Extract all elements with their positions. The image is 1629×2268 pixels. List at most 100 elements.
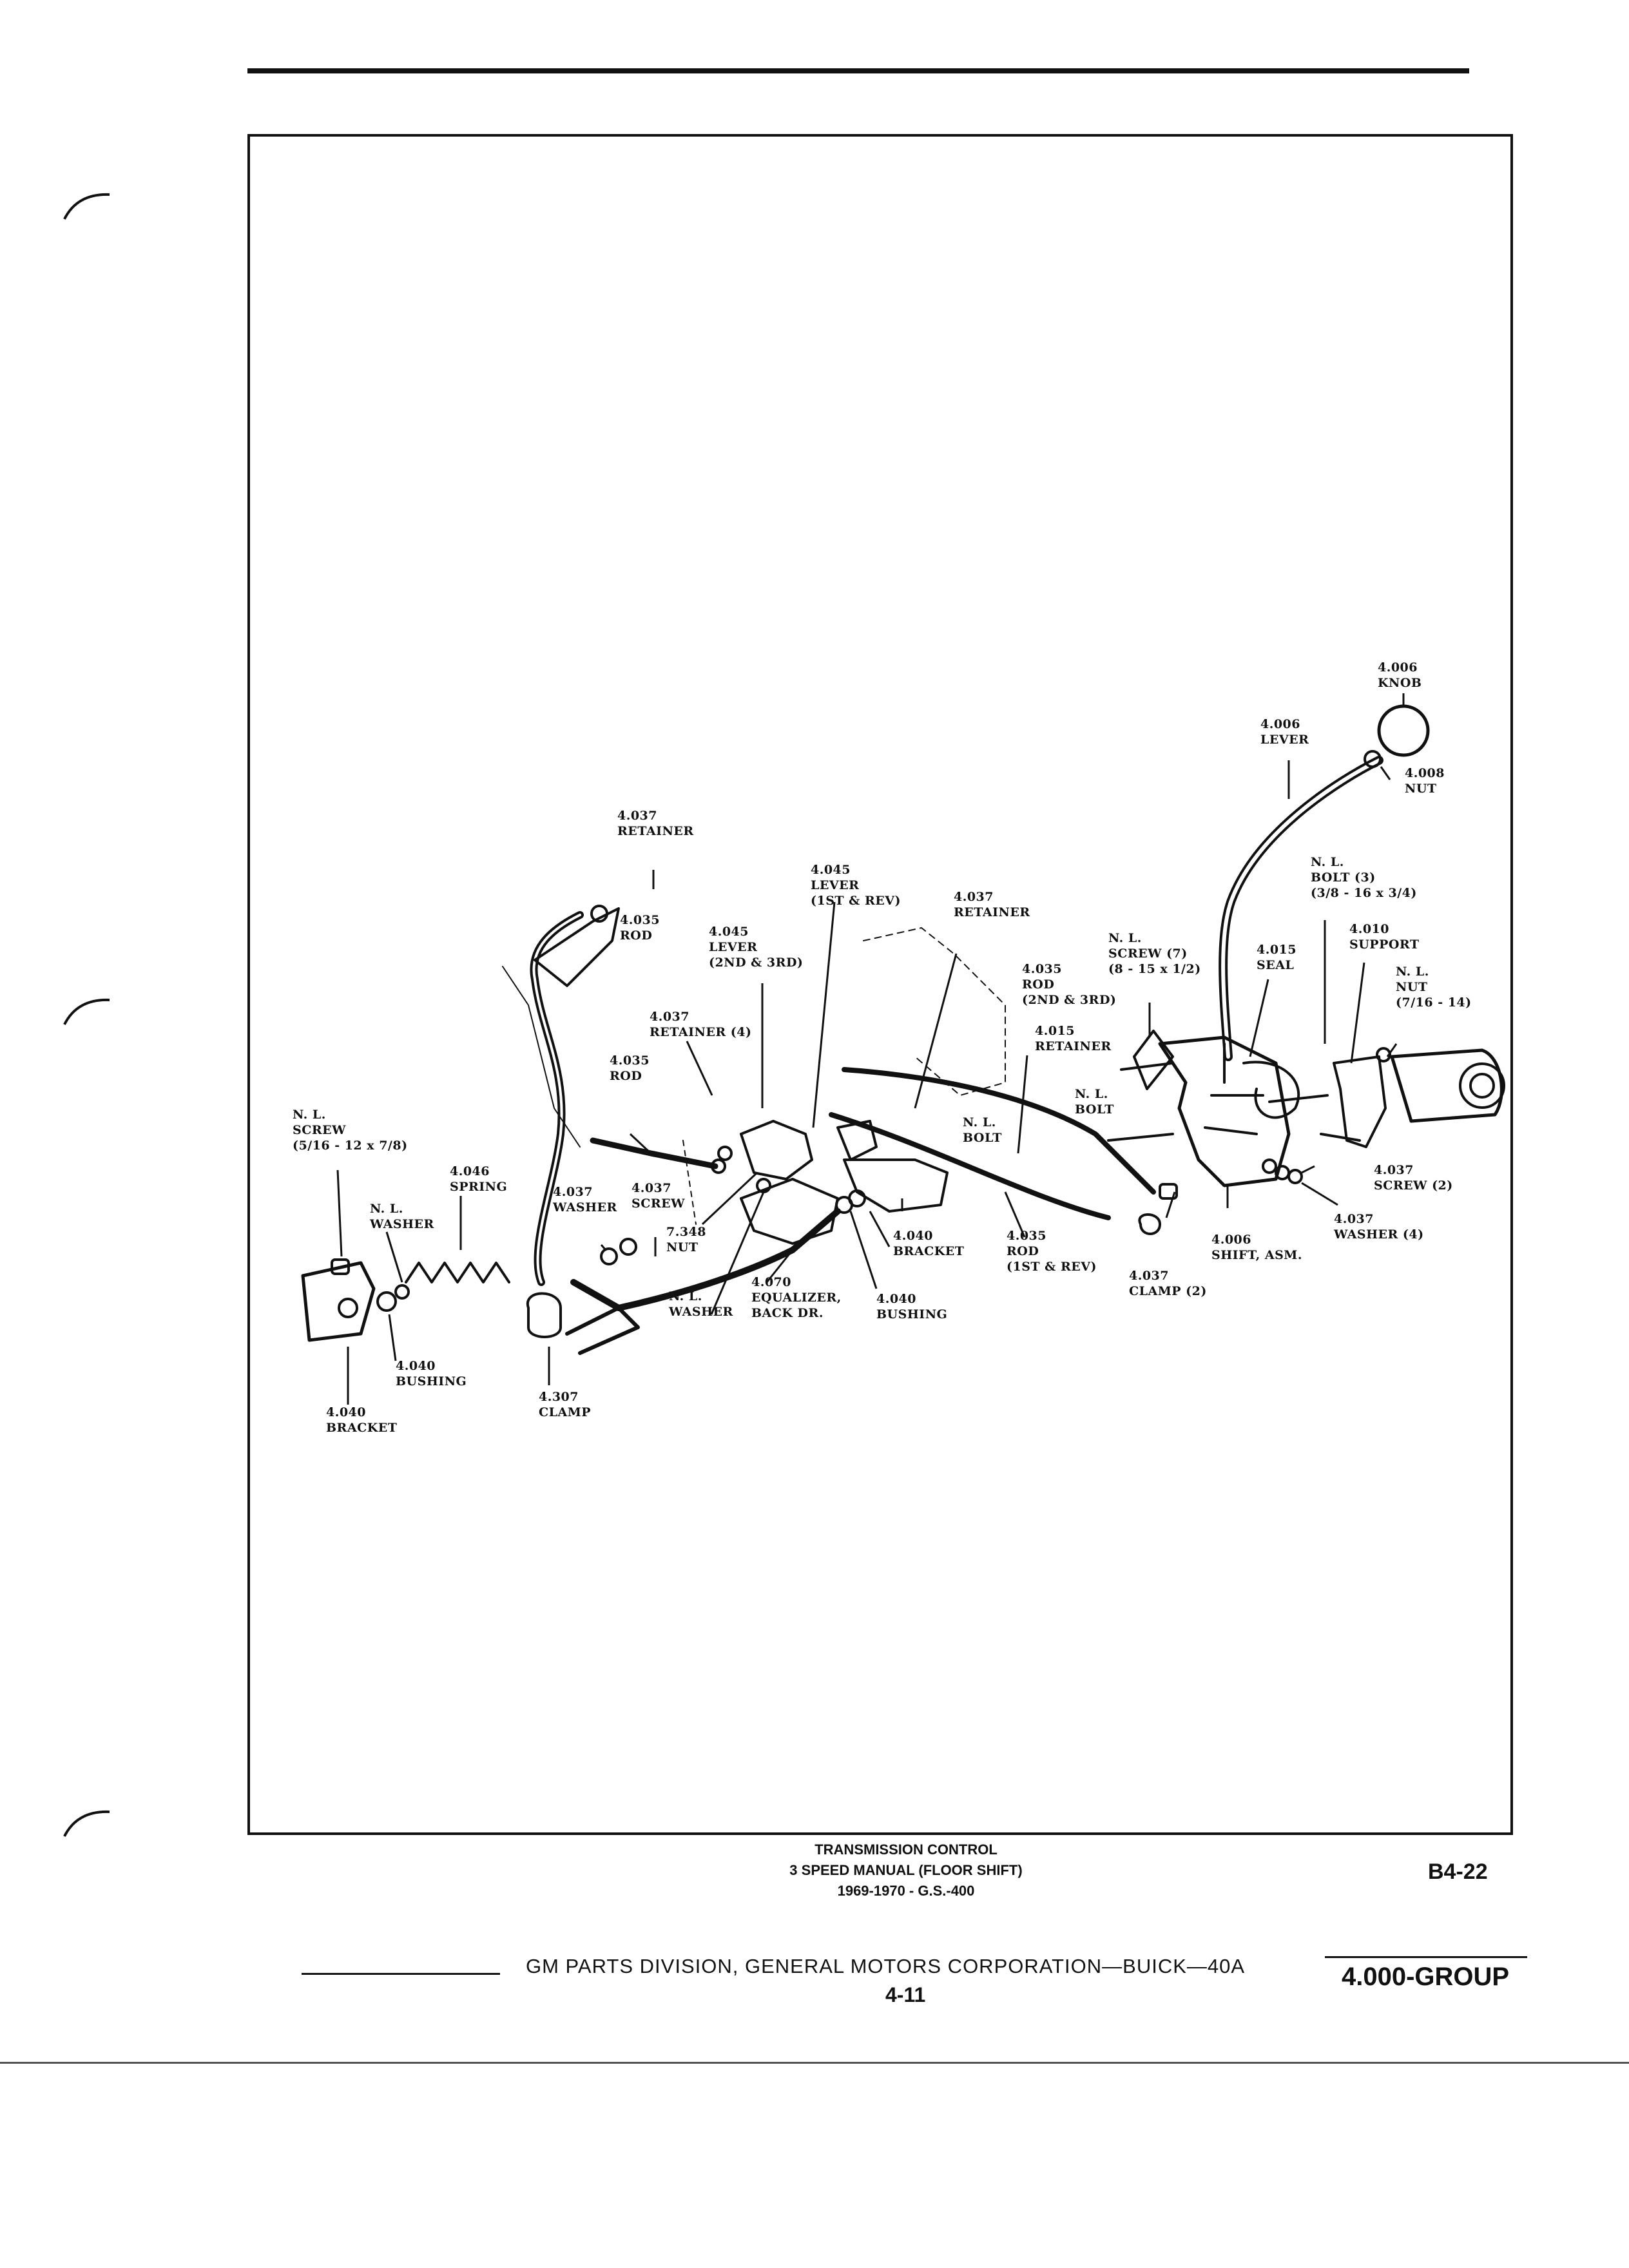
caption-title: TRANSMISSION CONTROL <box>815 1841 998 1858</box>
bracket-left-number: 4.040 <box>326 1405 366 1419</box>
washer-4-number: 4.037 <box>1334 1212 1374 1226</box>
bushing-mid-name: BUSHING <box>876 1307 948 1321</box>
equalizer-part <box>740 1178 839 1245</box>
label-nl-washer-left: N. L.WASHER <box>370 1201 434 1232</box>
retainer-top-name: RETAINER <box>617 824 694 838</box>
bushing-left-name: BUSHING <box>396 1374 467 1389</box>
knob-name: KNOB <box>1378 676 1422 690</box>
rod-1st-rev-name: ROD <box>1007 1244 1039 1258</box>
seal-part <box>1242 1061 1300 1119</box>
retainer-4-number: 4.037 <box>650 1010 689 1024</box>
knob-number: 4.006 <box>1378 660 1418 675</box>
nl-screw-7-line3: (8 - 15 x 1/2) <box>1108 962 1201 976</box>
nl-bolt-3-line1: N. L. <box>1311 855 1344 869</box>
washer-mid-number: 4.037 <box>553 1185 593 1199</box>
footer-group: 4.000-GROUP <box>1342 1963 1510 1991</box>
clamp-right-number: 4.037 <box>1129 1269 1169 1283</box>
nl-nut-line3: (7/16 - 14) <box>1396 995 1472 1010</box>
support-number: 4.010 <box>1349 922 1389 936</box>
clamp-left-number: 4.307 <box>539 1390 579 1404</box>
screw-mid-name: SCREW <box>631 1196 685 1211</box>
bracket-left-name: BRACKET <box>326 1421 398 1435</box>
caption-subtitle: 3 SPEED MANUAL (FLOOR SHIFT) <box>789 1862 1023 1878</box>
nl-bolt-3-line3: (3/8 - 16 x 3/4) <box>1311 886 1417 900</box>
knob-part <box>1377 704 1430 757</box>
clamp-left-part <box>526 1292 562 1338</box>
label-nl-bolt-3: N. L.BOLT (3)(3/8 - 16 x 3/4) <box>1311 854 1417 901</box>
lever-2nd-3rd-name: LEVER <box>709 940 758 954</box>
nl-nut-line1: N. L. <box>1396 965 1429 979</box>
rod-1st-rev-sub: (1ST & REV) <box>1007 1260 1097 1274</box>
lever-1st-rev-name: LEVER <box>811 878 860 892</box>
rod-2nd-3rd-number: 4.035 <box>1022 962 1062 976</box>
footer-rule-right <box>1325 1956 1527 1958</box>
label-nl-screw-left: N. L.SCREW(5/16 - 12 x 7/8) <box>293 1107 408 1153</box>
bracket-left-part <box>301 1261 376 1342</box>
washer-left-part <box>394 1284 410 1300</box>
retainer-right-name: RETAINER <box>1035 1039 1112 1053</box>
label-nl-washer-mid: N. L.WASHER <box>669 1289 733 1320</box>
lever-top-name: LEVER <box>1260 733 1309 747</box>
label-nl-screw-7: N. L.SCREW (7)(8 - 15 x 1/2) <box>1108 930 1201 977</box>
nl-washer-left-line2: WASHER <box>370 1217 434 1231</box>
shift-assembly-number: 4.006 <box>1211 1233 1251 1247</box>
nl-screw-left-line2: SCREW <box>293 1123 346 1137</box>
rod-2nd-3rd-sub: (2ND & 3RD) <box>1022 993 1117 1007</box>
lever-1st-rev-sub: (1ST & REV) <box>811 894 901 908</box>
top-rule <box>247 68 1469 73</box>
lever-1st-rev-part <box>836 1120 878 1161</box>
binder-mark-2 <box>63 998 110 1025</box>
bushing-mid-number: 4.040 <box>876 1292 916 1306</box>
nut-mid-name: NUT <box>666 1240 699 1254</box>
nl-bolt-right-line2: BOLT <box>1075 1102 1114 1117</box>
washer-4-name: WASHER (4) <box>1334 1227 1424 1242</box>
rod-2nd-3rd-name: ROD <box>1022 977 1055 992</box>
support-name: SUPPORT <box>1349 937 1420 952</box>
rod-left-part <box>590 1137 718 1169</box>
nut-top-number: 4.008 <box>1405 766 1445 780</box>
nl-bolt-mid-line1: N. L. <box>963 1115 996 1129</box>
nl-screw-left-line1: N. L. <box>293 1108 326 1122</box>
shift-assembly-name: SHIFT, ASM. <box>1211 1248 1302 1262</box>
diagram-frame <box>247 134 1513 1835</box>
spring-number: 4.046 <box>450 1164 490 1178</box>
lever-1st-rev-number: 4.045 <box>811 863 851 877</box>
rod-2nd-3rd-part <box>842 1067 1156 1195</box>
rod-left-number: 4.035 <box>610 1053 650 1068</box>
binder-mark-1 <box>63 193 110 220</box>
screw-mid-number: 4.037 <box>631 1181 671 1195</box>
nut-top-name: NUT <box>1405 782 1437 796</box>
retainer-mid-number: 4.037 <box>954 890 994 904</box>
support-part <box>1333 1055 1387 1148</box>
caption-years: 1969-1970 - G.S.-400 <box>837 1883 975 1899</box>
nl-bolt-right-line1: N. L. <box>1075 1087 1108 1101</box>
seal-name: SEAL <box>1257 958 1295 972</box>
bracket-mid-number: 4.040 <box>893 1229 933 1243</box>
lever-nut-part <box>1364 750 1382 768</box>
rod-top-name: ROD <box>620 928 653 943</box>
footer-division: GM PARTS DIVISION, GENERAL MOTORS CORPOR… <box>526 1955 1246 1977</box>
footer-rule-left <box>302 1973 500 1975</box>
label-nl-bolt-mid: N. L.BOLT <box>963 1115 1002 1146</box>
equalizer-name: EQUALIZER, <box>751 1291 842 1305</box>
shift-lever-part <box>1219 756 1383 1061</box>
retainer-mid-name: RETAINER <box>954 905 1030 919</box>
